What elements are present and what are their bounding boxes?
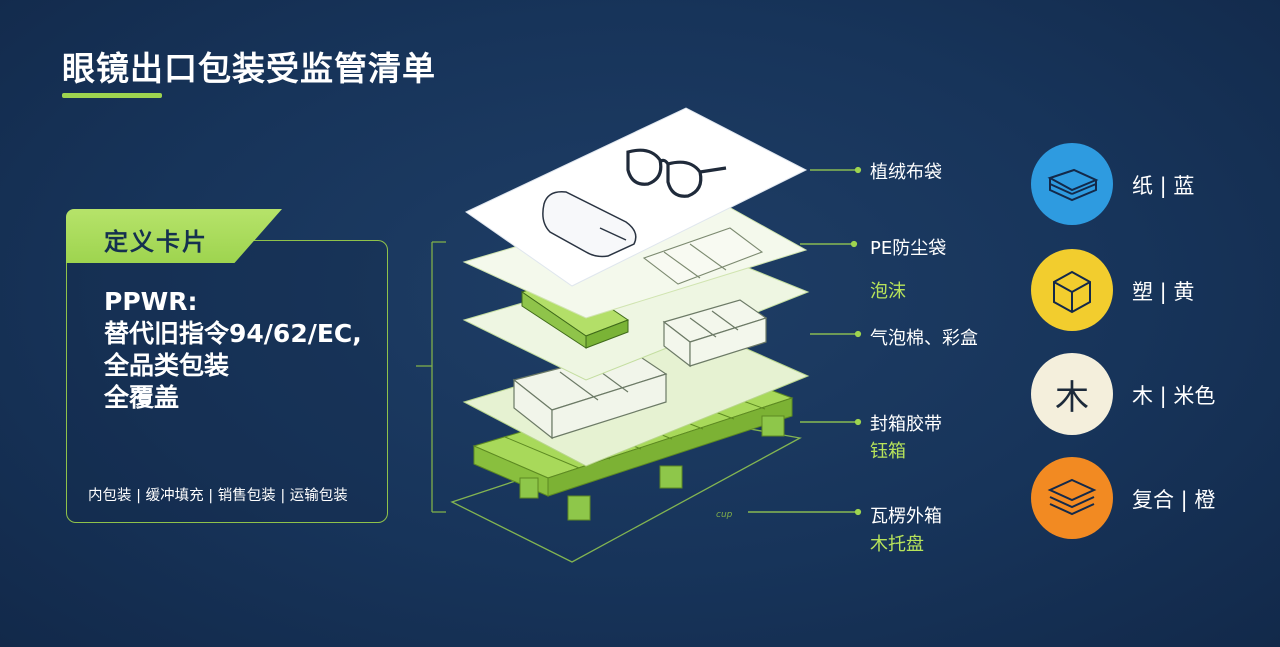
definition-card-footer: 内包装 | 缓冲填充 | 销售包装 | 运输包装: [88, 488, 348, 504]
glasses-case: [542, 191, 637, 258]
legend-label-composite: 复合 | 橙: [1132, 488, 1216, 512]
definition-line: PPWR:: [104, 287, 198, 316]
callout-label: PE防尘袋: [870, 238, 947, 259]
layer-sheet-1: [465, 107, 808, 287]
page-title: 眼镜出口包装受监管清单: [62, 49, 436, 88]
definition-card-title: 定义卡片: [104, 228, 208, 256]
corrugated-box: [512, 349, 668, 440]
diagram-annotation: cup: [716, 510, 733, 520]
legend-plastic: [1031, 249, 1113, 331]
legend-composite: [1031, 457, 1113, 539]
pe-dust-bag: [642, 227, 764, 285]
wood-character-icon: 木: [1055, 377, 1089, 418]
callout-sublabel: 泡沫: [870, 281, 906, 302]
legend-paper: [1031, 143, 1113, 225]
gift-box: [662, 299, 768, 368]
title-underline: [62, 93, 162, 98]
callout-label: 气泡棉、彩盒: [870, 328, 978, 349]
definition-card-body: PPWR: 替代旧指令94/62/EC, 全品类包装 全覆盖: [104, 286, 384, 414]
callout-label: 封箱胶带: [870, 414, 942, 435]
legend-label-wood: 木 | 米色: [1132, 384, 1216, 408]
legend-wood: 木: [1031, 353, 1113, 435]
callout-label: 植绒布袋: [870, 162, 942, 183]
plastic-cube-icon: [1053, 270, 1091, 314]
callout-label: 瓦楞外箱: [870, 506, 942, 527]
legend-label-paper: 纸 | 蓝: [1132, 174, 1195, 198]
layer-bracket: [416, 241, 446, 513]
definition-card: [66, 240, 388, 523]
callout-leaders: [748, 166, 862, 516]
callout-sublabel: 木托盘: [870, 534, 924, 555]
paper-stack-icon: [1047, 168, 1099, 202]
definition-line: 替代旧指令94/62/EC,: [104, 319, 362, 348]
composite-layers-icon: [1047, 478, 1097, 516]
definition-line: 全品类包装: [104, 351, 230, 380]
eyeglasses-icon: [626, 148, 727, 198]
legend-label-plastic: 塑 | 黄: [1132, 280, 1195, 304]
definition-line: 全覆盖: [104, 383, 180, 412]
callout-sublabel: 钰箱: [870, 441, 906, 462]
